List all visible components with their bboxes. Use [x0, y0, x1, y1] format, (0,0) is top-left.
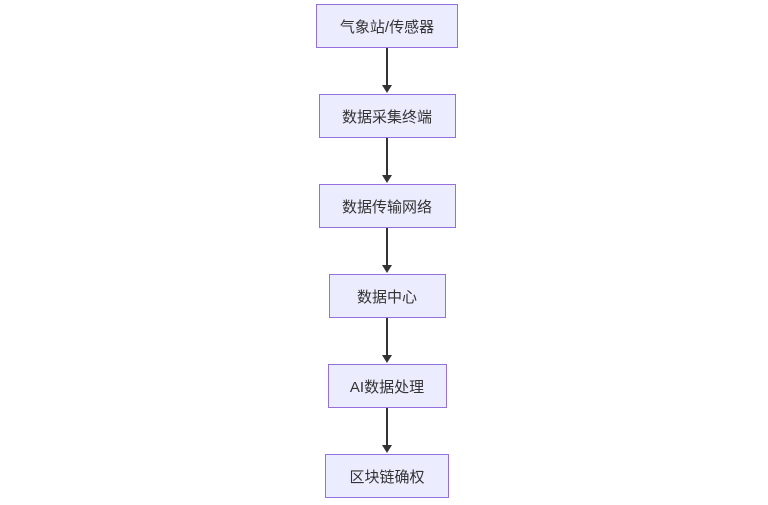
arrowhead-down-icon	[382, 175, 392, 183]
flow-node-blockchain-confirmation: 区块链确权	[325, 454, 449, 498]
arrow-line	[386, 318, 388, 355]
flow-node-data-transmission-network: 数据传输网络	[318, 184, 456, 228]
flow-node-ai-processing: AI数据处理	[327, 364, 447, 408]
arrowhead-down-icon	[382, 85, 392, 93]
arrowhead-down-icon	[382, 355, 392, 363]
flowchart-canvas: 气象站/传感器 数据采集终端 数据传输网络 数据中心 AI数据处理 区块链确权	[3, 0, 768, 505]
arrow-line	[386, 408, 388, 445]
arrow-line	[386, 138, 388, 175]
flow-node-label: 气象站/传感器	[339, 18, 435, 36]
arrow-line	[386, 228, 388, 265]
arrowhead-down-icon	[382, 445, 392, 453]
flow-arrow	[382, 408, 392, 454]
flow-node-label: AI数据处理	[349, 378, 425, 396]
flow-arrow	[382, 138, 392, 184]
flow-node-data-center: 数据中心	[328, 274, 446, 318]
arrowhead-down-icon	[382, 265, 392, 273]
flow-arrow	[382, 228, 392, 274]
flow-arrow	[382, 318, 392, 364]
flow-node-weather-sensor: 气象站/传感器	[316, 4, 458, 48]
flow-node-label: 数据采集终端	[341, 108, 432, 126]
flow-node-data-collection-terminal: 数据采集终端	[318, 94, 456, 138]
flow-node-label: 数据传输网络	[341, 198, 432, 216]
flow-node-label: 区块链确权	[349, 468, 425, 486]
flow-arrow	[382, 48, 392, 94]
flow-node-label: 数据中心	[356, 288, 417, 306]
arrow-line	[386, 48, 388, 85]
